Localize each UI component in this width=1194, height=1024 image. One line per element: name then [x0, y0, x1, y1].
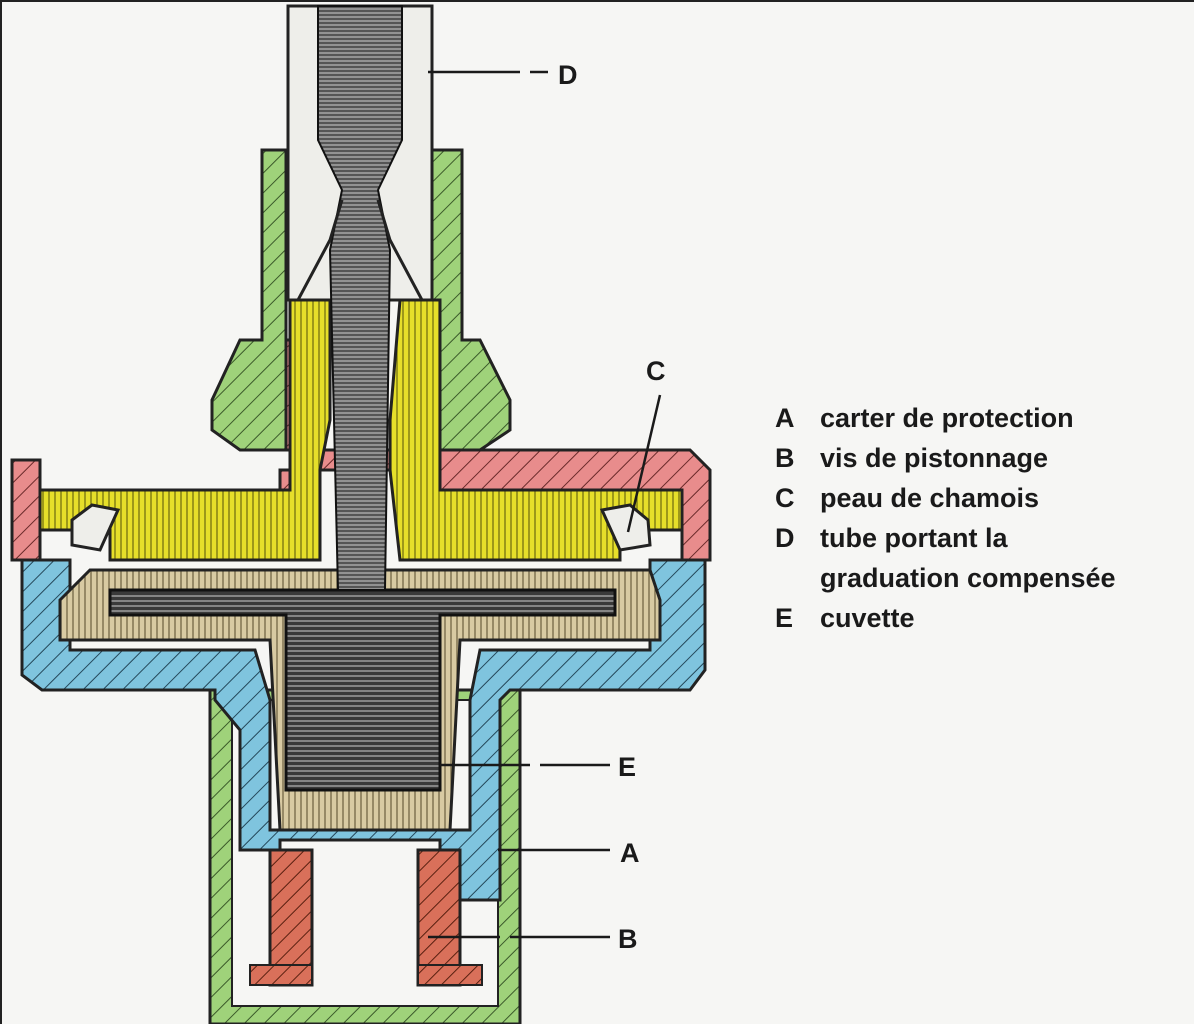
- legend-item: A carter de protection: [775, 398, 1116, 438]
- dish-shape: [20, 558, 707, 902]
- legend-text: tube portant la graduation compensée: [820, 523, 1116, 593]
- graduated-tube-shape: [286, 4, 434, 591]
- legend-key: B: [775, 443, 795, 473]
- legend-key: C: [775, 483, 795, 513]
- callout-c: C: [646, 356, 666, 386]
- piston-screw-shape: [249, 848, 483, 987]
- parts-legend: A carter de protection B vis de pistonna…: [775, 398, 1116, 638]
- callout-e: E: [618, 752, 636, 782]
- leader-lines: [428, 70, 662, 939]
- legend-text: vis de pistonnage: [820, 443, 1049, 473]
- callout-a: A: [620, 838, 640, 868]
- legend-key: D: [775, 523, 795, 553]
- legend-key: E: [775, 603, 794, 633]
- legend-item: E cuvette: [775, 598, 1116, 638]
- leader-line-c: [626, 394, 662, 533]
- callout-b: B: [618, 924, 638, 954]
- legend-text: cuvette: [820, 603, 915, 633]
- chamois-skin-shape: [70, 503, 652, 552]
- dark-core-shape: [108, 588, 617, 792]
- legend-text: carter de protection: [820, 403, 1074, 433]
- callout-d: D: [558, 60, 578, 90]
- legend-text: peau de chamois: [820, 483, 1040, 513]
- legend-item: B vis de pistonnage: [775, 438, 1116, 478]
- legend-item: C peau de chamois: [775, 478, 1116, 518]
- legend-key: A: [775, 403, 795, 433]
- legend-item: D tube portant la graduation compensée: [775, 518, 1116, 598]
- collar-shape: [210, 148, 512, 452]
